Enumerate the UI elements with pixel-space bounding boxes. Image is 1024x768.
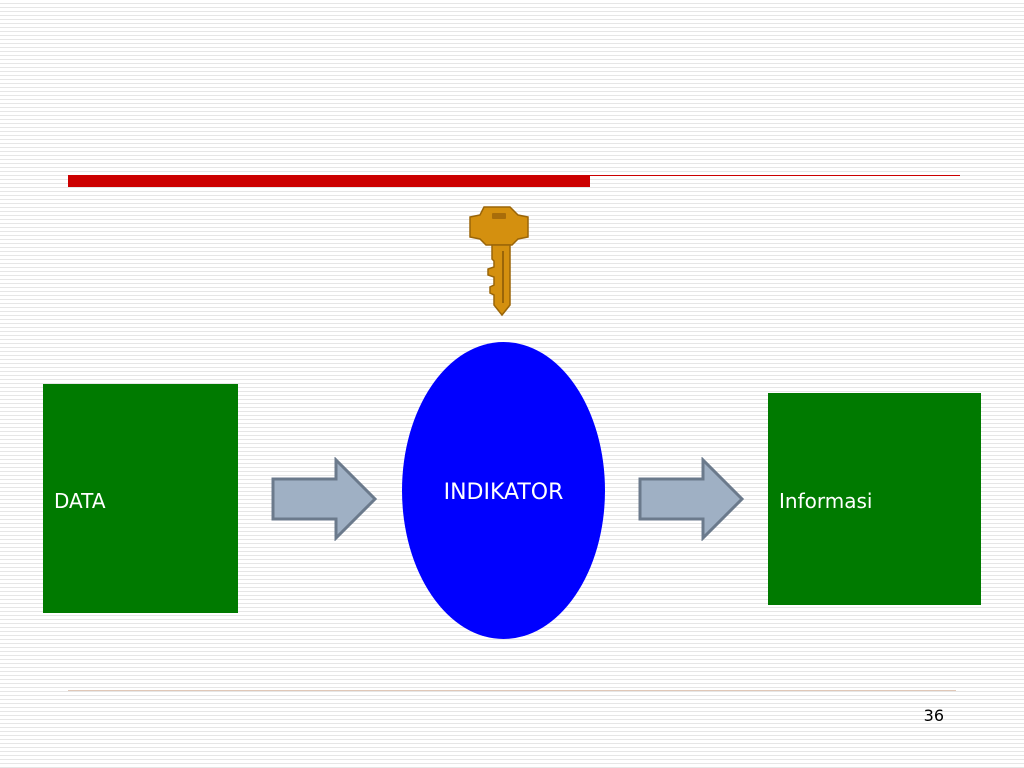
key-icon [469, 206, 529, 317]
indikator-label: INDIKATOR [443, 480, 564, 505]
flow-arrow-2 [638, 457, 745, 541]
data-box-label: DATA [54, 489, 106, 513]
title-accent-bar [68, 175, 590, 187]
page-number: 36 [923, 706, 944, 725]
informasi-box: Informasi [768, 393, 981, 605]
footer-divider [68, 690, 956, 691]
informasi-box-label: Informasi [779, 489, 873, 513]
indikator-ellipse: INDIKATOR [402, 342, 605, 639]
flow-arrow-1 [271, 457, 378, 541]
title-accent-line [590, 175, 960, 176]
data-box: DATA [43, 384, 238, 613]
